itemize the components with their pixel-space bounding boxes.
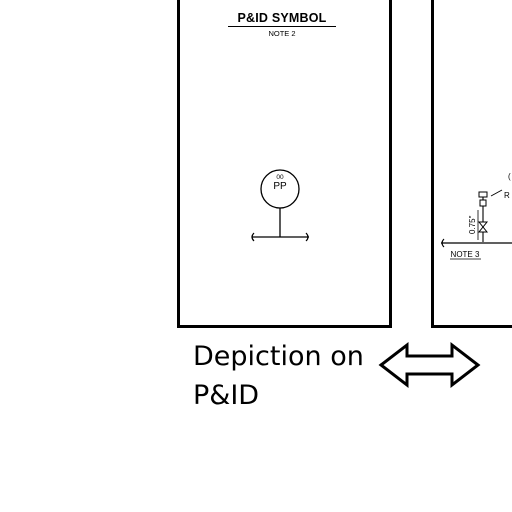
detail-note: NOTE 3	[451, 250, 480, 259]
detail-panel	[431, 0, 512, 328]
caption: Depiction on P&ID	[193, 337, 364, 415]
gauge-top	[478, 191, 488, 198]
valve-icon	[477, 221, 489, 233]
panel-title: P&ID SYMBOL	[237, 11, 327, 25]
instrument-symbol: 00 PP	[251, 169, 309, 242]
title-underline	[228, 26, 336, 27]
instrument-tag: PP	[273, 181, 287, 192]
caption-line-2: P&ID	[193, 380, 260, 411]
partial-letter-r: R	[504, 191, 510, 200]
instrument-top-text: 00	[276, 174, 284, 181]
leader-line	[490, 189, 503, 197]
detail-break-mark	[441, 238, 445, 248]
panel-note: NOTE 2	[268, 29, 296, 38]
double-arrow-icon	[378, 341, 481, 389]
break-mark-left	[251, 232, 255, 242]
fitting	[479, 199, 487, 207]
partial-letter-top: (	[508, 172, 511, 181]
dimension-label: 0.75"	[468, 215, 477, 234]
break-mark-right	[305, 232, 309, 242]
pid-symbol-panel	[177, 0, 392, 328]
detail-drawing: ( R 0.75" NOTE 3	[441, 172, 512, 260]
caption-line-1: Depiction on	[193, 341, 364, 372]
